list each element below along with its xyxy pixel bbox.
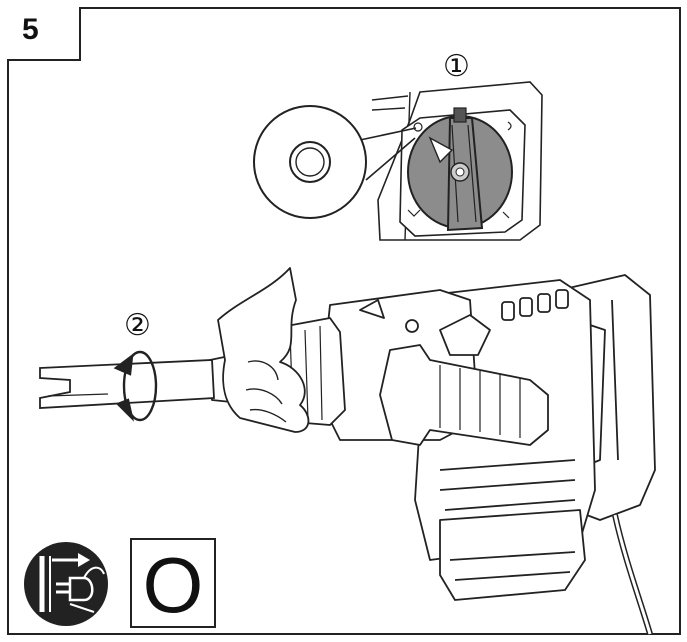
hammer-drill-icon: [209, 274, 656, 635]
step-number: 5: [22, 13, 39, 46]
motor-vents: [439, 289, 576, 511]
rotation-arrow-icon: [113, 350, 158, 422]
figure-frame: [7, 7, 681, 635]
side-grip: [379, 344, 549, 446]
mode-selector-detail: [253, 81, 543, 241]
selector-tab: [453, 107, 467, 123]
callout-2: ②: [124, 308, 151, 343]
switch-off-symbol: O: [142, 541, 204, 629]
drill-foot: [439, 509, 586, 601]
screwdriver-icon: [39, 359, 215, 409]
callout-1: ①: [443, 49, 470, 84]
switch-off-box: O: [130, 538, 216, 629]
unplug-icon: [24, 542, 108, 626]
hand: [217, 267, 310, 433]
selector-lever: [439, 314, 491, 356]
mode-selector-icon: [407, 107, 513, 232]
magnifier-circle: [253, 105, 367, 219]
selector-pointer: [428, 136, 454, 164]
magnifier-pointer: [359, 127, 417, 181]
